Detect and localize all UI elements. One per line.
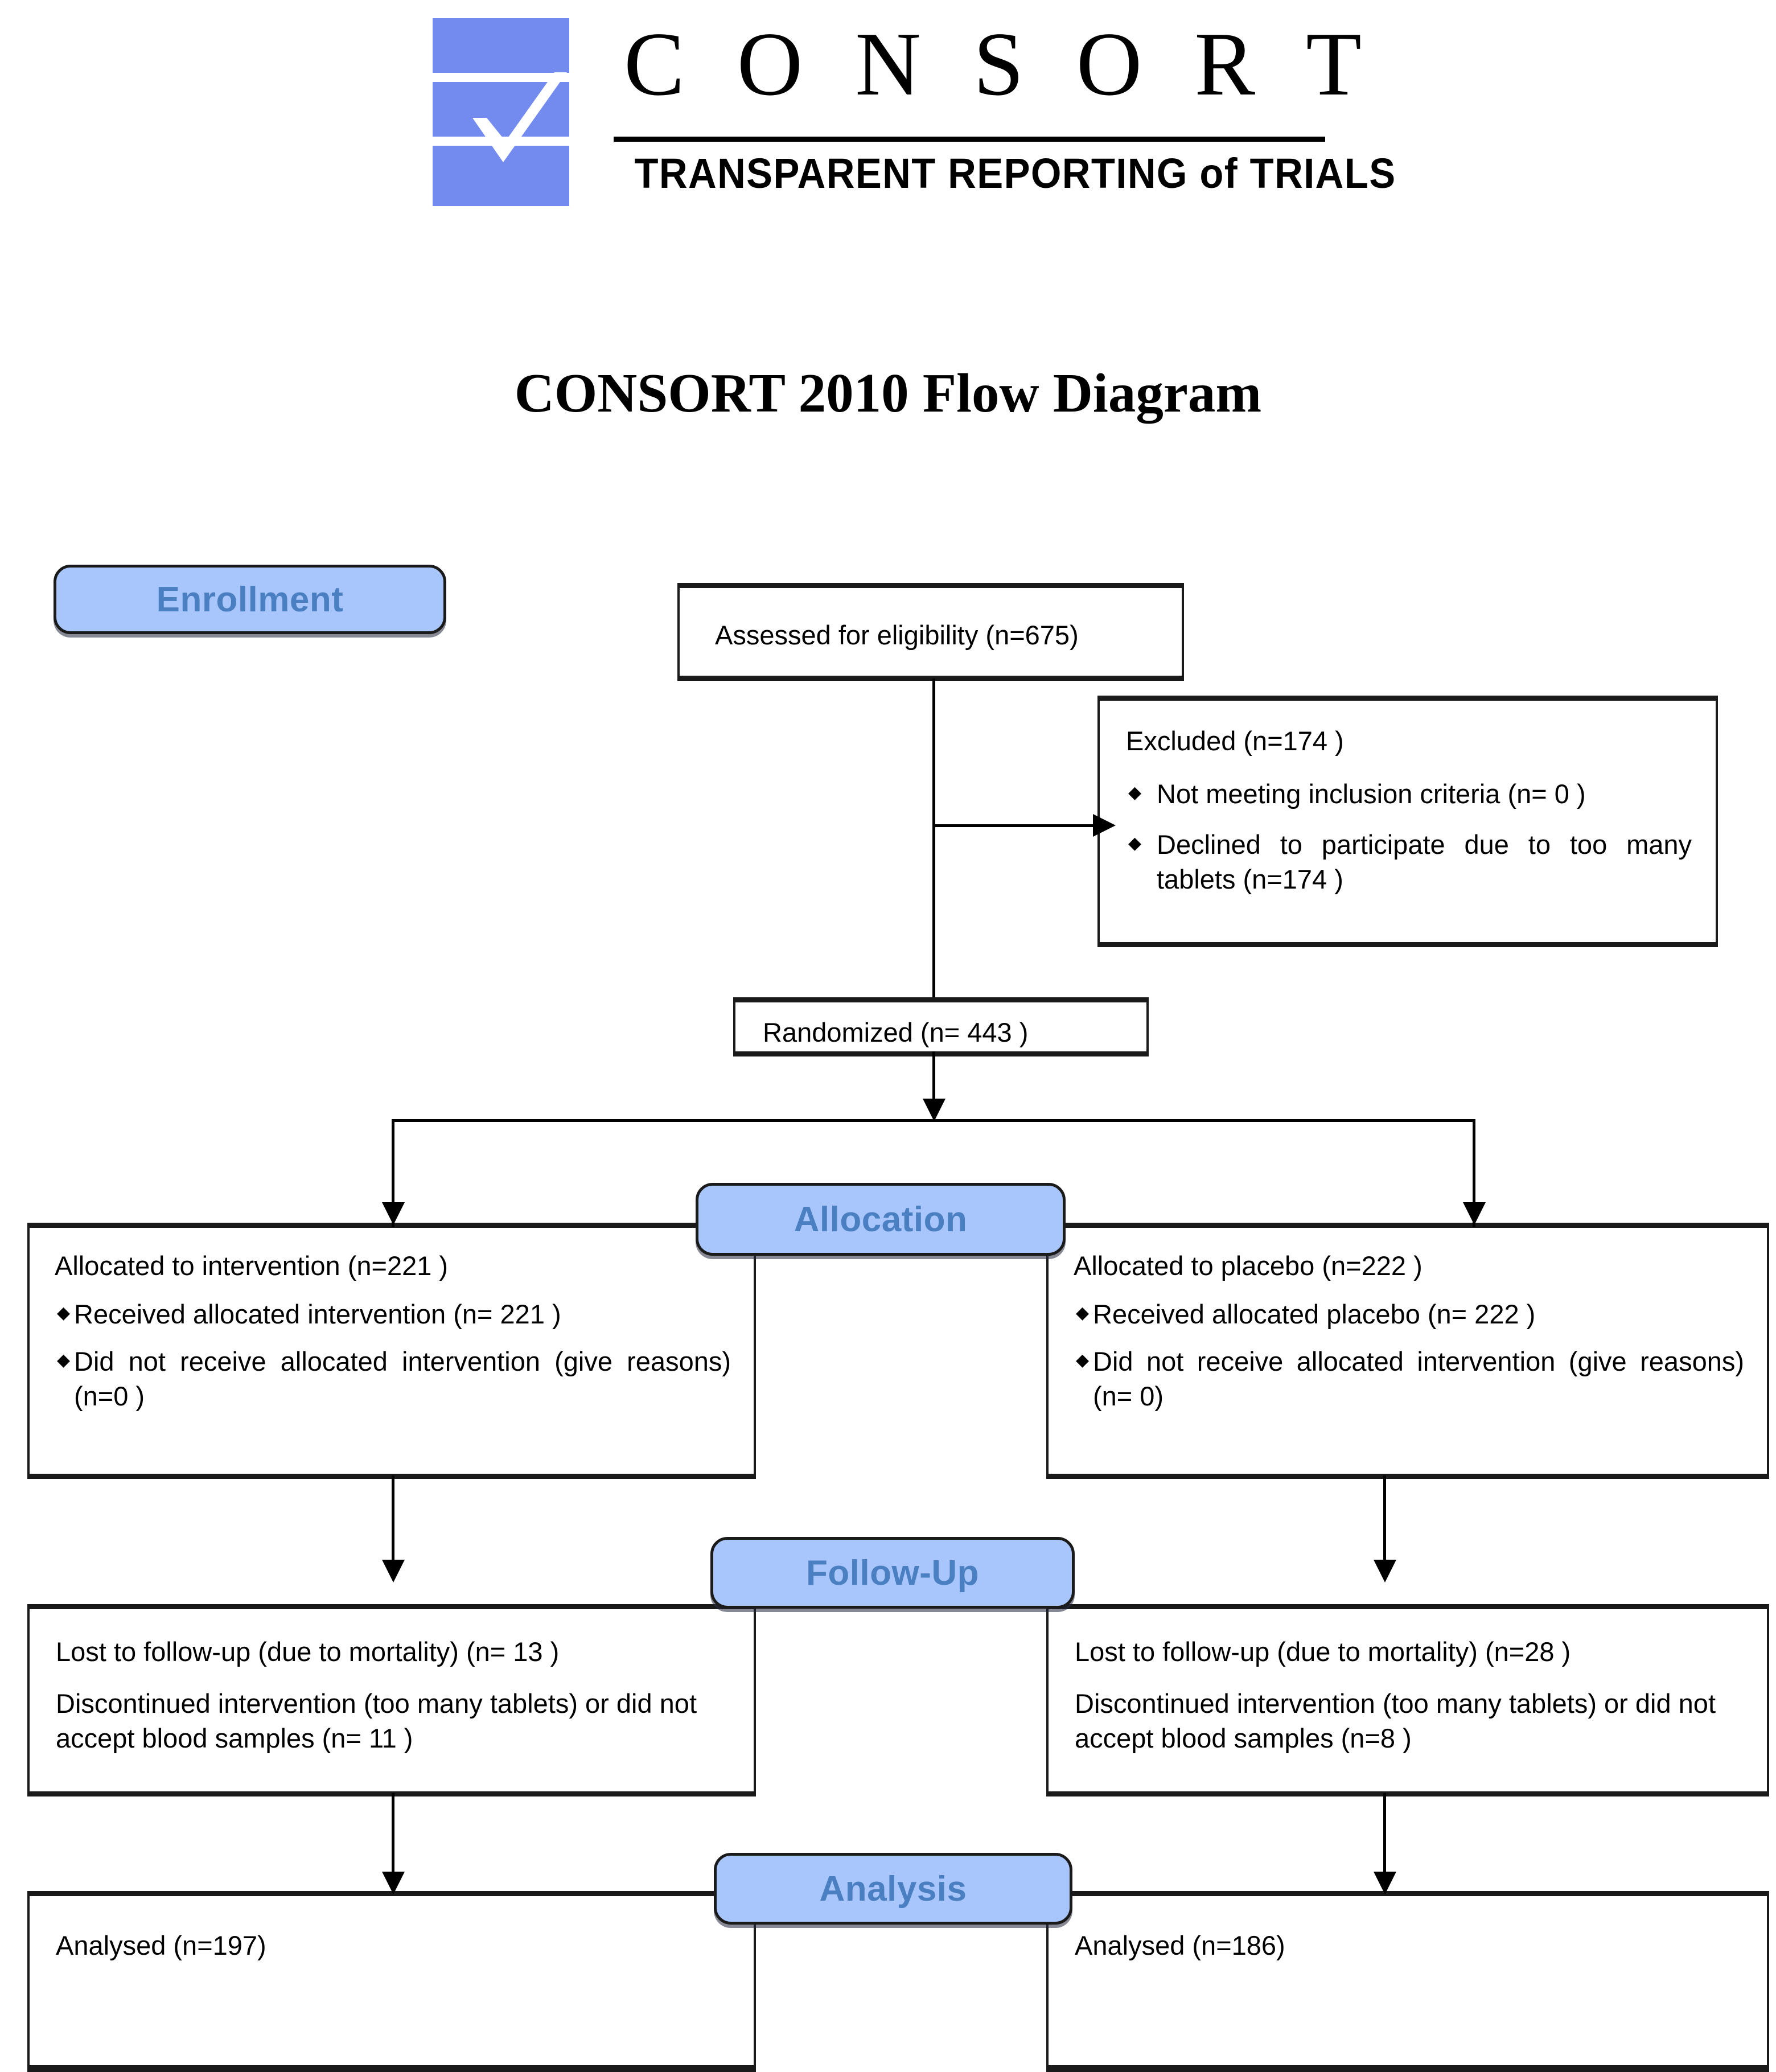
analysed-right-text: Analysed (n=186) [1075,1930,1285,1960]
analysed-left-text: Analysed (n=197) [56,1930,266,1960]
followup-left-line1: Lost to follow-up (due to mortality) (n=… [56,1637,560,1667]
connector-left-branch [392,1119,394,1227]
stage-pill-followup: Follow-Up [710,1537,1075,1609]
stage-pill-allocation: Allocation [696,1183,1066,1256]
connector-left-alloc-followup [392,1475,394,1578]
arrow-right-analysis [1374,1872,1396,1894]
excluded-bullet-2: Declined to participate due to too many … [1126,827,1692,897]
box-followup-placebo: Lost to follow-up (due to mortality) (n=… [1046,1604,1769,1796]
box-assessed-for-eligibility: Assessed for eligibility (n=675) [677,583,1184,681]
arrow-left-allocation [382,1202,405,1225]
alloc-right-bullet-2: Did not receive allocated intervention (… [1074,1344,1744,1413]
connector-right-alloc-followup [1383,1475,1386,1578]
stage-pill-analysis: Analysis [714,1853,1072,1925]
stage-label-followup: Follow-Up [805,1553,980,1593]
box-excluded: Excluded (n=174 ) Not meeting inclusion … [1097,696,1718,947]
randomized-text: Randomized (n= 443 ) [763,1017,1029,1047]
arrow-randomized-split [923,1099,945,1121]
logo-tagline-text: TRANSPARENT REPORTING of TRIALS [634,150,1396,197]
alloc-right-bullet-1: Received allocated placebo (n= 222 ) [1074,1297,1744,1331]
arrow-right-followup [1374,1560,1396,1582]
consort-logo-mark [433,18,569,206]
connector-to-excluded [932,824,1097,827]
logo-divider-rule [614,137,1325,142]
stage-label-enrollment: Enrollment [156,579,344,619]
connector-right-branch [1473,1119,1475,1227]
box-allocated-placebo: Allocated to placebo (n=222 ) Received a… [1046,1223,1769,1479]
arrow-left-followup [382,1560,405,1582]
connector-right-followup-analysis [1383,1793,1386,1890]
connector-left-followup-analysis [392,1793,394,1890]
box-analysed-intervention: Analysed (n=197) [27,1891,756,2072]
excluded-bullet-1: Not meeting inclusion criteria (n= 0 ) [1126,776,1692,811]
arrow-to-excluded [1093,814,1116,837]
excluded-heading: Excluded (n=174 ) [1126,726,1344,756]
connector-assessed-spine [932,679,935,997]
connector-randomized-down [932,1051,935,1117]
consort-logo: C O N S O R T TRANSPARENT REPORTING of T… [433,10,1396,215]
page-title: CONSORT 2010 Flow Diagram [514,363,1262,424]
stage-pill-enrollment: Enrollment [54,565,446,634]
stage-label-analysis: Analysis [819,1869,967,1909]
stage-label-allocation: Allocation [794,1199,968,1239]
box-analysed-placebo: Analysed (n=186) [1046,1891,1769,2072]
consort-wordmark: C O N S O R T TRANSPARENT REPORTING of T… [609,10,1396,215]
assessed-text: Assessed for eligibility (n=675) [715,620,1079,650]
followup-right-line1: Lost to follow-up (due to mortality) (n=… [1075,1637,1571,1667]
logo-consort-text: C O N S O R T [624,13,1376,114]
alloc-left-bullet-1: Received allocated intervention (n= 221 … [55,1297,731,1331]
alloc-left-bullet-2: Did not receive allocated intervention (… [55,1344,731,1413]
arrow-right-allocation [1463,1202,1486,1225]
box-randomized: Randomized (n= 443 ) [733,997,1149,1056]
box-allocated-intervention: Allocated to intervention (n=221 ) Recei… [27,1223,756,1479]
followup-left-line2: Discontinued intervention (too many tabl… [56,1688,697,1754]
followup-right-line2: Discontinued intervention (too many tabl… [1075,1688,1716,1754]
box-followup-intervention: Lost to follow-up (due to mortality) (n=… [27,1604,756,1796]
alloc-right-heading: Allocated to placebo (n=222 ) [1074,1251,1423,1281]
arrow-left-analysis [382,1872,405,1894]
alloc-left-heading: Allocated to intervention (n=221 ) [55,1251,449,1281]
